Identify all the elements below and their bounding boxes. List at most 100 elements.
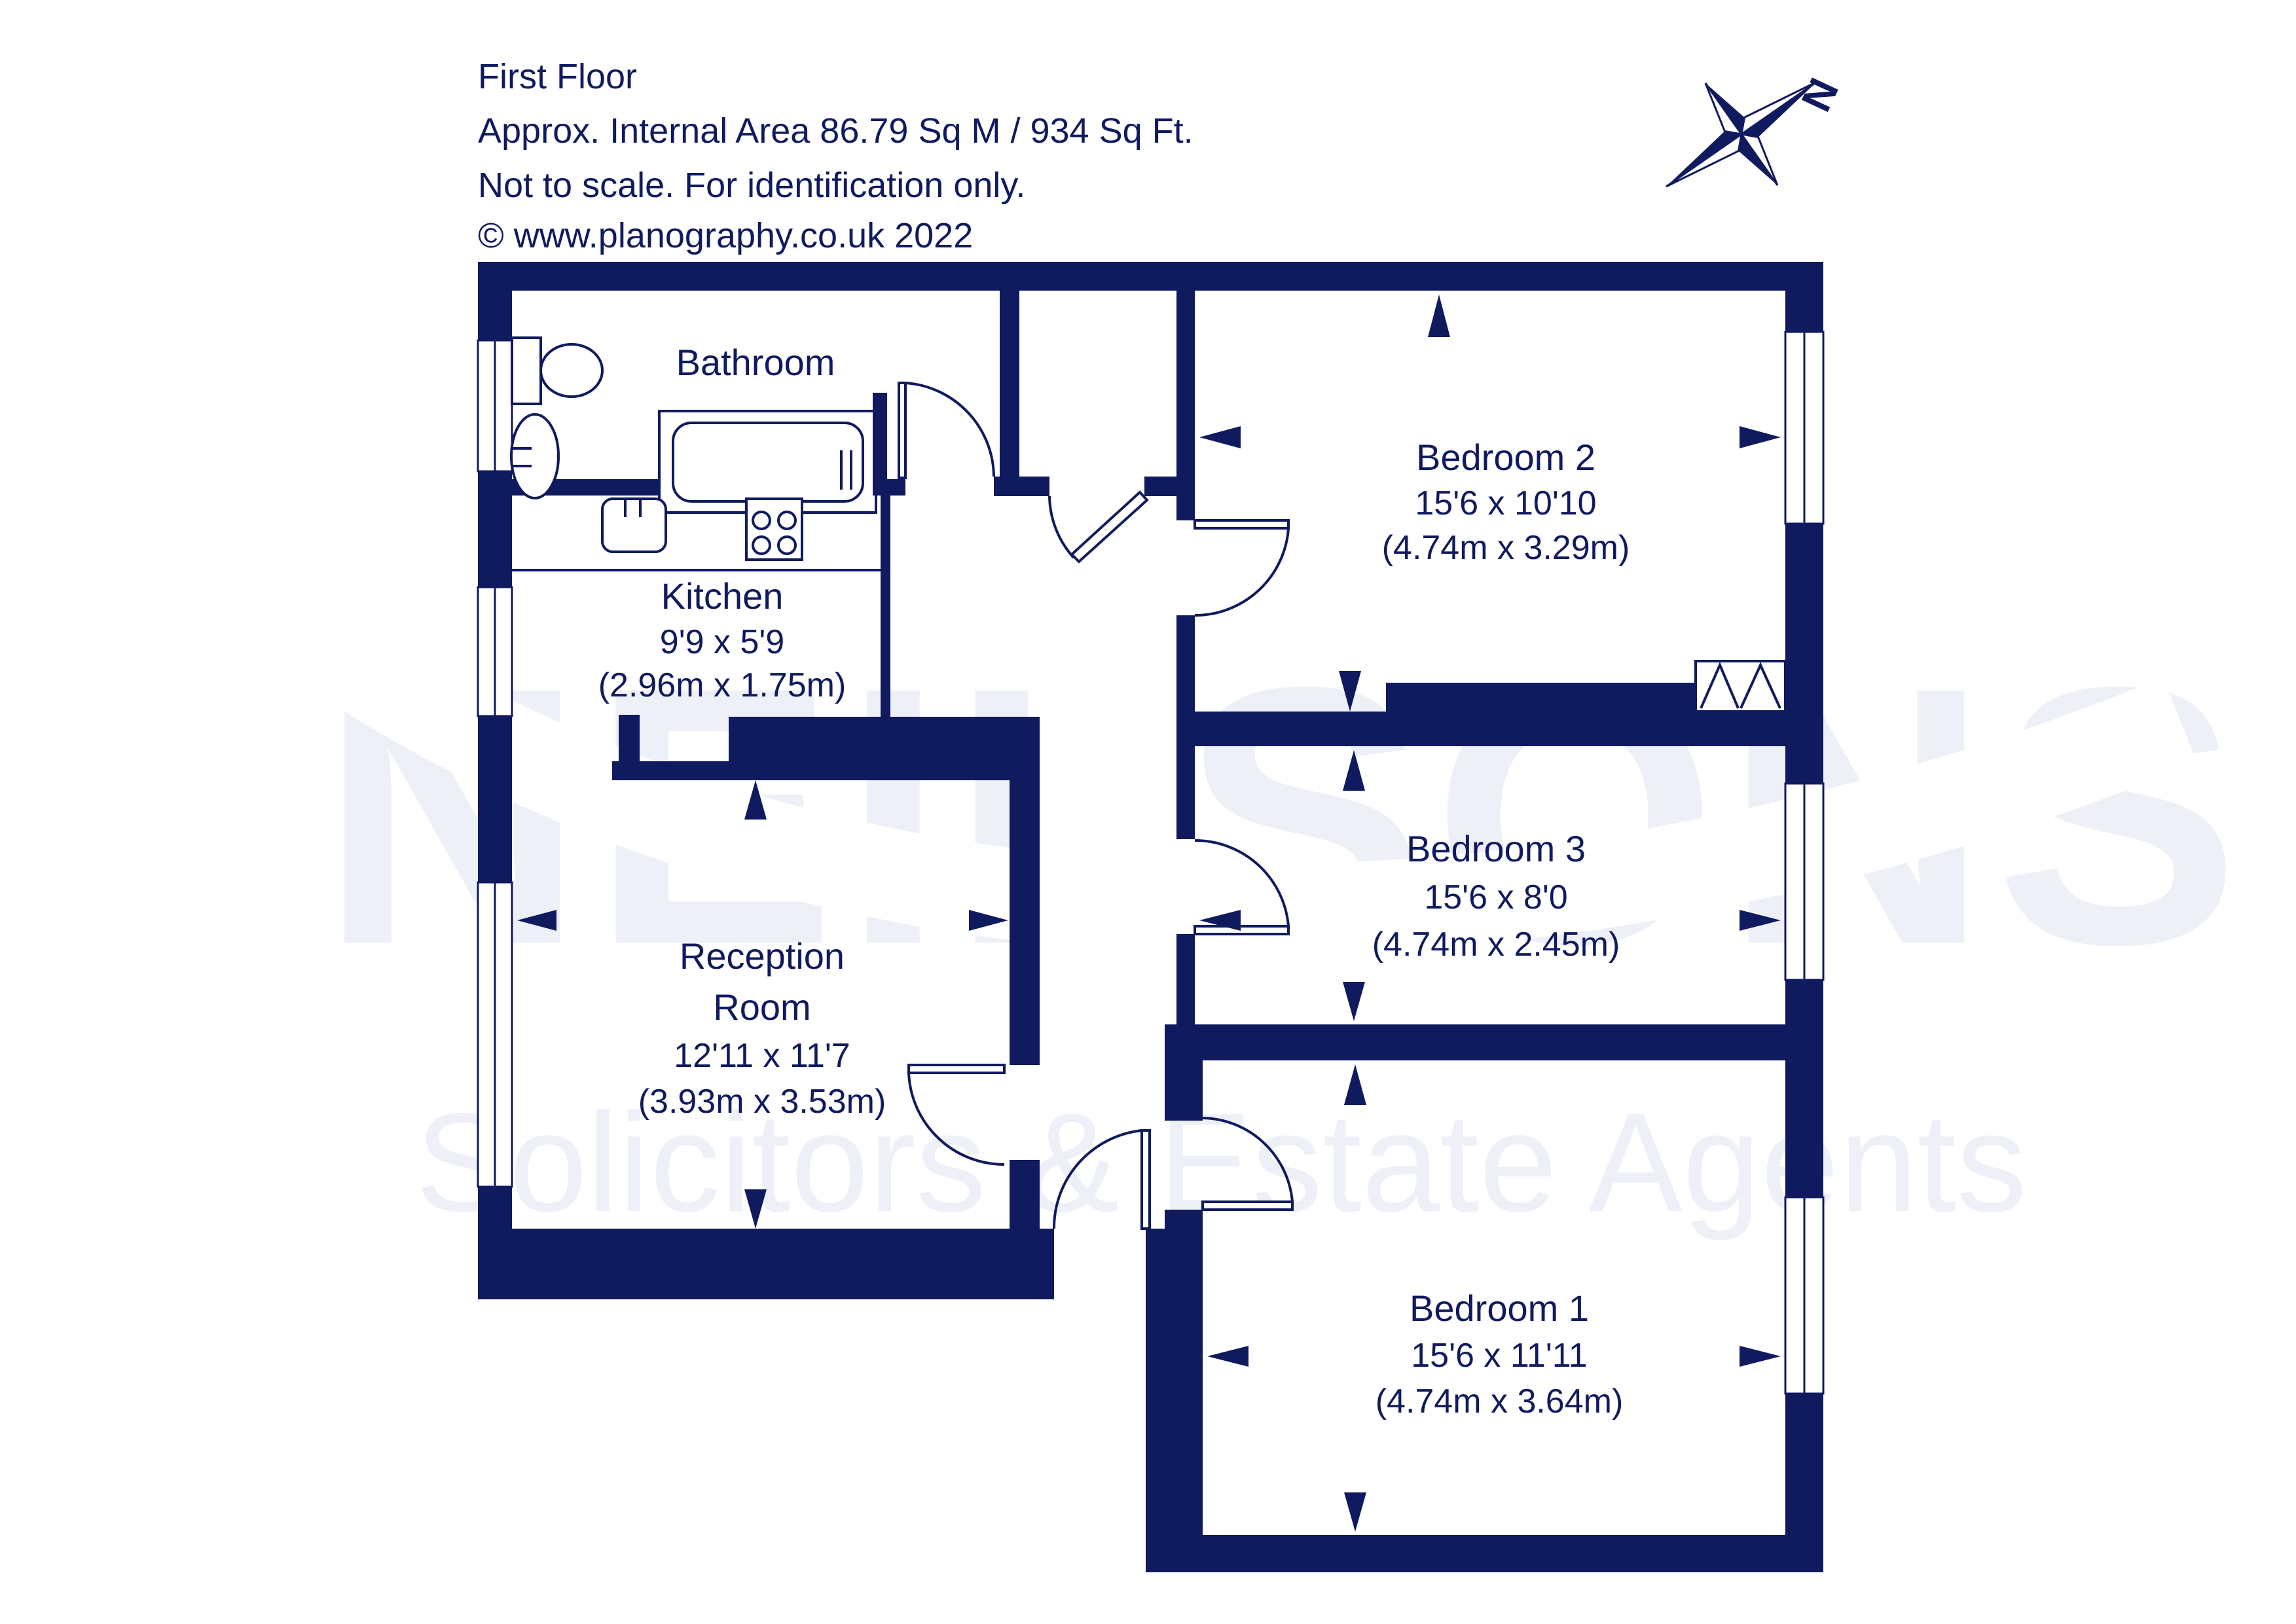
wardrobe-hanging-symbol [1700, 661, 1781, 709]
wall-hall-left-upper [1000, 262, 1019, 477]
reception-name-line1: Reception [680, 935, 845, 977]
reception-arrow-up [744, 780, 767, 820]
header-area: Approx. Internal Area 86.79 Sq M / 934 S… [478, 111, 1194, 151]
bedroom3-arrow-left [1199, 910, 1241, 931]
window-bedroom2 [1784, 331, 1825, 525]
bedroom1-dim-imperial: 15'6 x 11'11 [1411, 1337, 1587, 1375]
bathroom-fixtures [510, 336, 887, 514]
bedroom3-door-leaf [1194, 925, 1290, 935]
kitchen-label: Kitchen 9'9 x 5'9 (2.96m x 1.75m) [598, 575, 847, 704]
bedroom3-door-arc [1194, 839, 1290, 927]
window-bathroom [477, 339, 513, 473]
hob-ring [752, 535, 771, 555]
compass-star-blade [1666, 132, 1743, 188]
wall-outer-right [1785, 980, 1823, 1197]
bedroom2-label: Bedroom 2 15'6 x 10'10 (4.74m x 3.29m) [1382, 437, 1630, 567]
bedroom1-arrow-down [1344, 1492, 1366, 1532]
reception-dim-metric: (3.93m x 3.53m) [638, 1083, 886, 1121]
bedroom3-name: Bedroom 3 [1406, 828, 1586, 869]
kitchen-name: Kitchen [661, 575, 784, 617]
bathroom-label: Bathroom [676, 342, 835, 383]
wall-outer-bottom-right [1146, 1535, 1823, 1572]
compass-star-blade [1704, 82, 1744, 136]
watermark-tagline-text: Solicitors & Estate Agents [415, 1083, 2027, 1241]
bedroom3-arrow-down [1343, 982, 1365, 1021]
window-bedroom1 [1784, 1196, 1825, 1395]
kitchen-fixtures [512, 497, 881, 571]
hob-ring [777, 511, 797, 530]
bathroom-door-arc [905, 382, 995, 477]
header-disclaimer: Not to scale. For identification only. [478, 166, 1025, 205]
wall-bedroom1-left-lower [1165, 1210, 1203, 1299]
entry-door-leaf [1140, 1129, 1151, 1230]
bedroom1-name: Bedroom 1 [1410, 1288, 1589, 1329]
reception-label: Reception Room 12'11 x 11'7 (3.93m x 3.5… [638, 935, 886, 1121]
window-kitchen [477, 586, 513, 717]
reception-door-arc [907, 1072, 1005, 1166]
toilet-bowl [539, 343, 604, 398]
wall-bed2-bed3-chunk [1386, 683, 1696, 746]
wall-outer-top [478, 262, 1823, 291]
compass-star-blade [1740, 81, 1817, 137]
toilet-cistern [511, 336, 542, 405]
bedroom3-arrow-right [1740, 910, 1781, 931]
bedroom2-arrow-up [1428, 295, 1450, 337]
bedroom2-arrow-left [1199, 426, 1241, 448]
bathtub [658, 410, 877, 514]
bedroom2-arrow-down [1339, 671, 1361, 712]
basin [510, 413, 560, 499]
bedroom1-label: Bedroom 1 15'6 x 11'11 (4.74m x 3.64m) [1376, 1288, 1624, 1420]
wall-bedrooms-left [1176, 934, 1195, 1024]
bedroom1-arrow-left [1207, 1346, 1248, 1367]
windows [477, 331, 1825, 1395]
entry-door-arc [1052, 1129, 1142, 1229]
window-reception [477, 881, 513, 1188]
wall-kitchen-bottom-thick [729, 717, 1040, 780]
window-bedroom3 [1784, 782, 1825, 981]
wall-bedroom1-left-upper [1165, 1060, 1203, 1121]
wall-bedrooms-left [1176, 291, 1195, 520]
bedroom1-arrow-up [1344, 1064, 1366, 1105]
reception-arrow-down [744, 1189, 767, 1229]
bedroom3-arrow-up [1343, 750, 1365, 791]
hob-ring [777, 535, 797, 555]
reception-arrow-left [517, 910, 556, 931]
reception-name-line2: Room [713, 986, 811, 1028]
wall-kitchen-right [881, 496, 890, 717]
bedroom2-door-arc [1194, 528, 1290, 617]
bedroom2-arrow-right [1740, 426, 1781, 448]
bedroom2-door-leaf [1194, 519, 1290, 530]
hob-ring [752, 511, 771, 530]
watermark: NEILSONS Solicitors & Estate Agents [315, 611, 2240, 1241]
compass-icon: N [1666, 71, 1848, 188]
bedroom3-dim-metric: (4.74m x 2.45m) [1372, 926, 1620, 964]
compass-star-blade [1739, 132, 1779, 186]
kitchen-dim-imperial: 9'9 x 5'9 [660, 623, 784, 661]
wall-kitchen-stub [619, 715, 640, 780]
wall-outer-left [478, 716, 512, 882]
wall-reception-right [1010, 780, 1040, 1065]
kitchen-sink [601, 497, 667, 553]
wall-bedrooms-left [1176, 615, 1195, 712]
wall-reception-right [1010, 1160, 1040, 1229]
header: First Floor Approx. Internal Area 86.79 … [478, 57, 1194, 255]
header-copyright: © www.planography.co.uk 2022 [478, 216, 973, 255]
bedroom3-dim-imperial: 15'6 x 8'0 [1424, 878, 1567, 916]
room-labels: Bathroom Kitchen 9'9 x 5'9 (2.96m x 1.75… [598, 342, 1630, 1420]
hall-door-arc [1048, 496, 1075, 559]
bedroom2-name: Bedroom 2 [1416, 437, 1595, 478]
wall-outer-right [1785, 1394, 1823, 1572]
wall-hall-stub-right [1144, 477, 1176, 496]
reception-arrow-right [969, 910, 1008, 931]
doors [898, 382, 1294, 1230]
hob [745, 497, 803, 561]
bedroom2-dim-metric: (4.74m x 3.29m) [1382, 529, 1630, 567]
dimension-arrows [517, 295, 1781, 1532]
wardrobe [1694, 660, 1787, 713]
header-title: First Floor [478, 57, 637, 96]
wall-outer-left [478, 262, 512, 340]
wall-outer-bottom-left [478, 1229, 1054, 1299]
bedroom1-door-arc [1202, 1117, 1294, 1202]
hall-door-leaf [1070, 490, 1149, 564]
